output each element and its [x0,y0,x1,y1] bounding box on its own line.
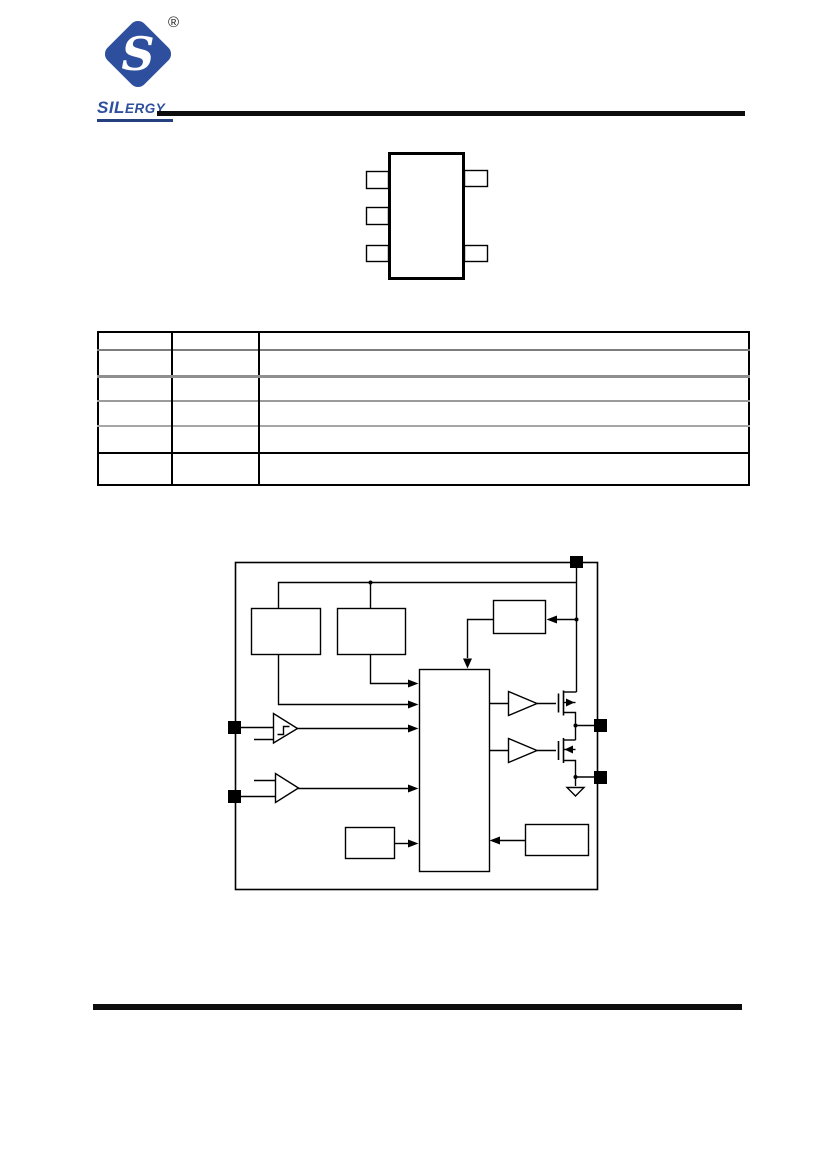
table-cell [258,374,749,401]
table-cell [171,452,259,485]
pin-pad-left-1 [228,721,241,734]
pin-pad-top [570,556,583,568]
block-bottom-left [344,826,396,860]
ic-package-outline [365,152,489,280]
arrowhead [408,700,419,709]
table-cell [98,452,172,485]
pmos-source-stub [563,711,577,740]
schmitt-hysteresis-glyph [277,725,290,736]
arrowhead [408,784,419,793]
logo-s-glyph: S [121,27,155,81]
arrowhead [408,839,419,848]
wordmark-prefix: SIL [97,98,125,117]
table-cell [171,400,259,426]
arrowhead [408,679,419,688]
footer-rule [93,1004,742,1010]
nmos-transistor-icon [557,738,577,786]
junction-dot [368,580,373,585]
comparator-icon [274,772,300,804]
table-cell [98,425,172,453]
table-cell [171,332,259,350]
wire-topright-out [466,618,494,658]
header-rule [157,111,745,116]
gate-driver-top-icon [507,690,539,717]
table-cell [171,425,259,453]
silergy-logo: S ® SILERGY [97,14,210,122]
table-row [98,452,749,485]
block-top-left-1 [250,607,322,656]
pmos-body-arrow [566,698,575,707]
block-top-left-2 [336,607,407,656]
table-row [98,332,749,350]
gate-driver-bottom-icon [507,737,539,764]
pmos-transistor-icon [557,690,577,740]
arrowhead [546,615,557,624]
table-row [98,349,749,376]
package-pin-left-2 [365,206,390,226]
table-cell [171,374,259,401]
table-cell [258,425,749,453]
package-pin-left-1 [365,170,390,190]
wire-block2-to-central [369,654,408,685]
table-cell [171,349,259,376]
wire-block1-to-central [277,654,408,706]
table-cell [258,332,749,350]
ground-icon [565,786,586,797]
nmos-source-stub [563,759,577,786]
block-central-control [418,668,491,873]
table-cell [258,400,749,426]
pin-table-body [98,332,749,485]
table-cell [98,400,172,426]
package-body [388,152,465,280]
brand-wordmark: SILERGY [97,98,174,122]
pin-table [97,331,750,486]
block-top-right [492,599,547,635]
table-cell [98,349,172,376]
schmitt-trigger-icon [272,712,299,745]
pin-pad-right-1 [594,719,607,732]
table-row [98,374,749,401]
table-row [98,400,749,426]
package-pin-left-3 [365,244,390,263]
table-cell [258,452,749,485]
wordmark-suffix: ERGY [124,101,166,116]
nmos-body-arrow [564,745,573,754]
table-cell [258,349,749,376]
pin-pad-left-2 [228,790,241,803]
block-diagram [228,556,607,891]
package-pin-right-2 [463,244,489,263]
arrowhead [408,724,419,733]
registered-trademark: ® [168,14,180,31]
block-bottom-right [524,823,590,857]
table-cell [98,374,172,401]
table-row [98,425,749,453]
wire-top-bus [277,581,577,608]
pin-pad-right-2 [594,771,607,784]
arrowhead [463,658,472,669]
arrowhead [489,836,500,845]
package-pin-right-1 [463,169,489,188]
